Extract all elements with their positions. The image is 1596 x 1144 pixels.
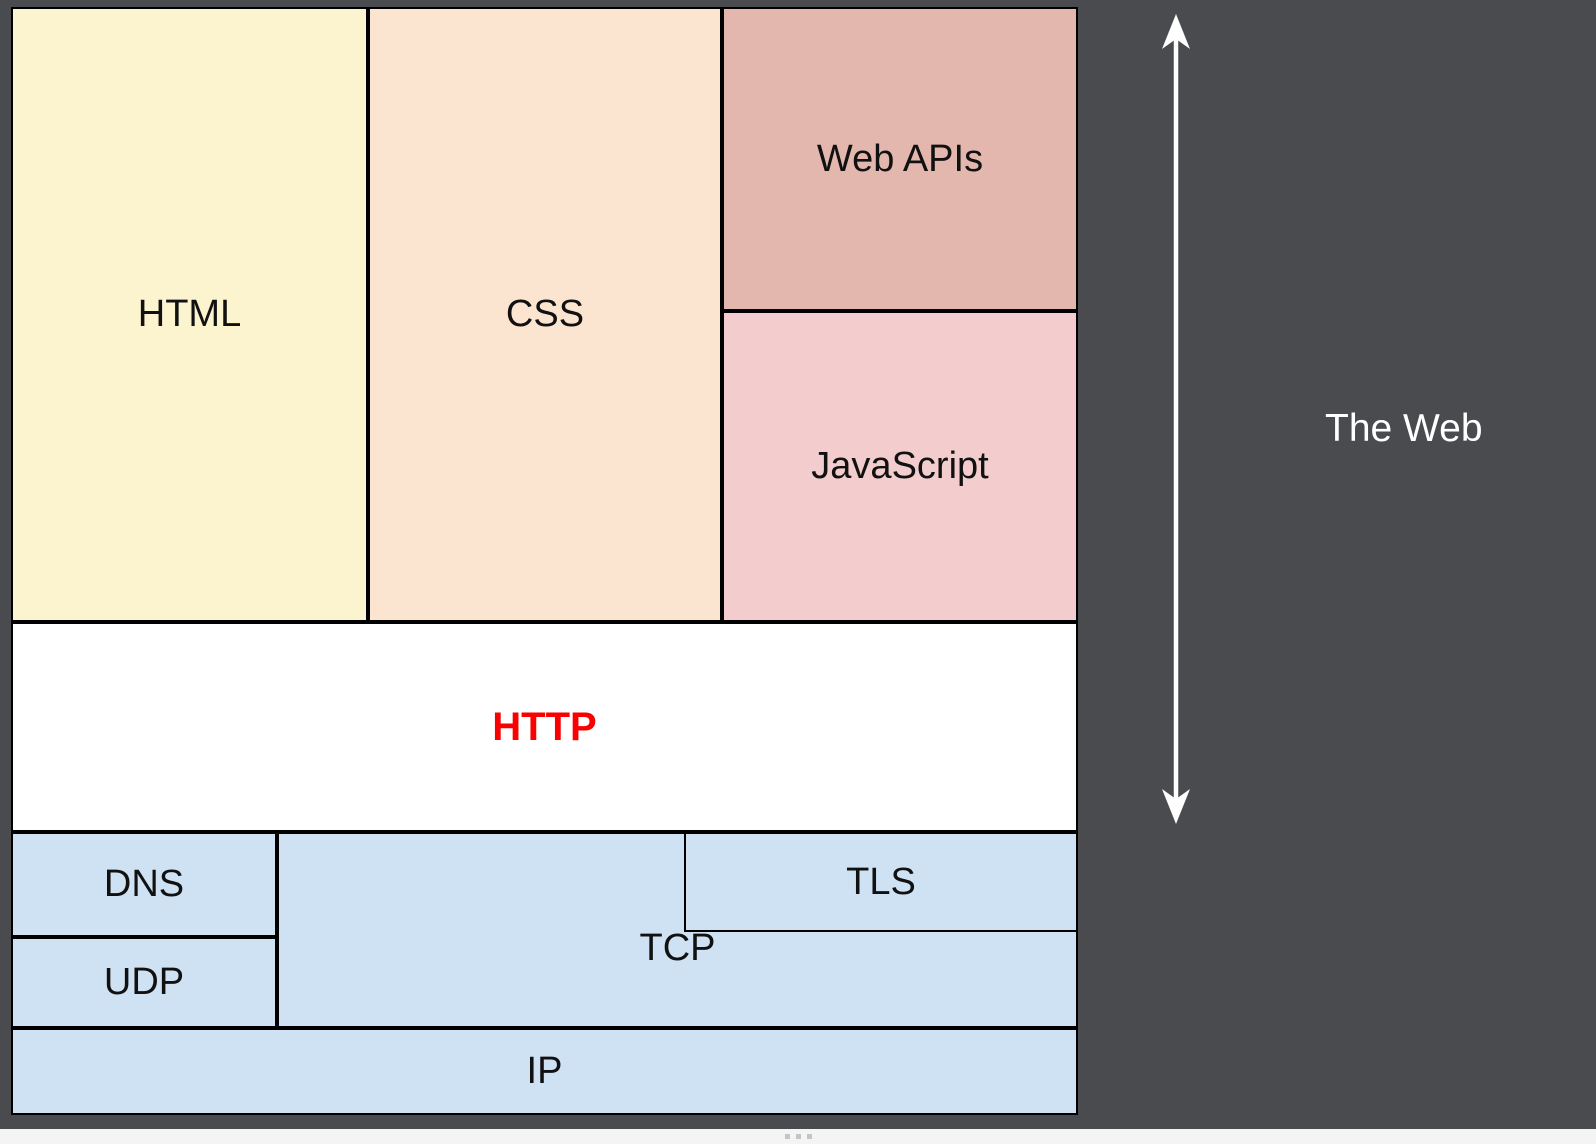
- box-udp: UDP: [11, 937, 277, 1028]
- box-udp-label: UDP: [103, 961, 185, 1003]
- box-javascript-label: JavaScript: [811, 445, 989, 487]
- box-dns: DNS: [11, 832, 277, 937]
- box-css: CSS: [368, 7, 722, 622]
- box-dns-label: DNS: [103, 863, 185, 905]
- vertical-double-arrow-icon: [1154, 12, 1198, 826]
- box-tcp-label: TCP: [639, 927, 716, 969]
- box-web-apis: Web APIs: [722, 7, 1078, 311]
- box-tls: TLS: [684, 832, 1078, 932]
- box-ip: IP: [11, 1028, 1078, 1115]
- drag-handle-dots-icon[interactable]: [784, 1134, 812, 1139]
- box-css-label: CSS: [505, 293, 585, 335]
- box-javascript: JavaScript: [722, 311, 1078, 622]
- box-http-label: HTTP: [492, 704, 597, 749]
- box-web-apis-label: Web APIs: [816, 137, 984, 180]
- box-http: HTTP: [11, 622, 1078, 832]
- box-html: HTML: [11, 7, 368, 622]
- box-html-label: HTML: [137, 293, 242, 335]
- box-ip-label: IP: [526, 1050, 563, 1092]
- box-tls-label: TLS: [846, 860, 916, 903]
- bottom-bar: [0, 1129, 1596, 1144]
- side-annotation: The Web: [1325, 407, 1483, 450]
